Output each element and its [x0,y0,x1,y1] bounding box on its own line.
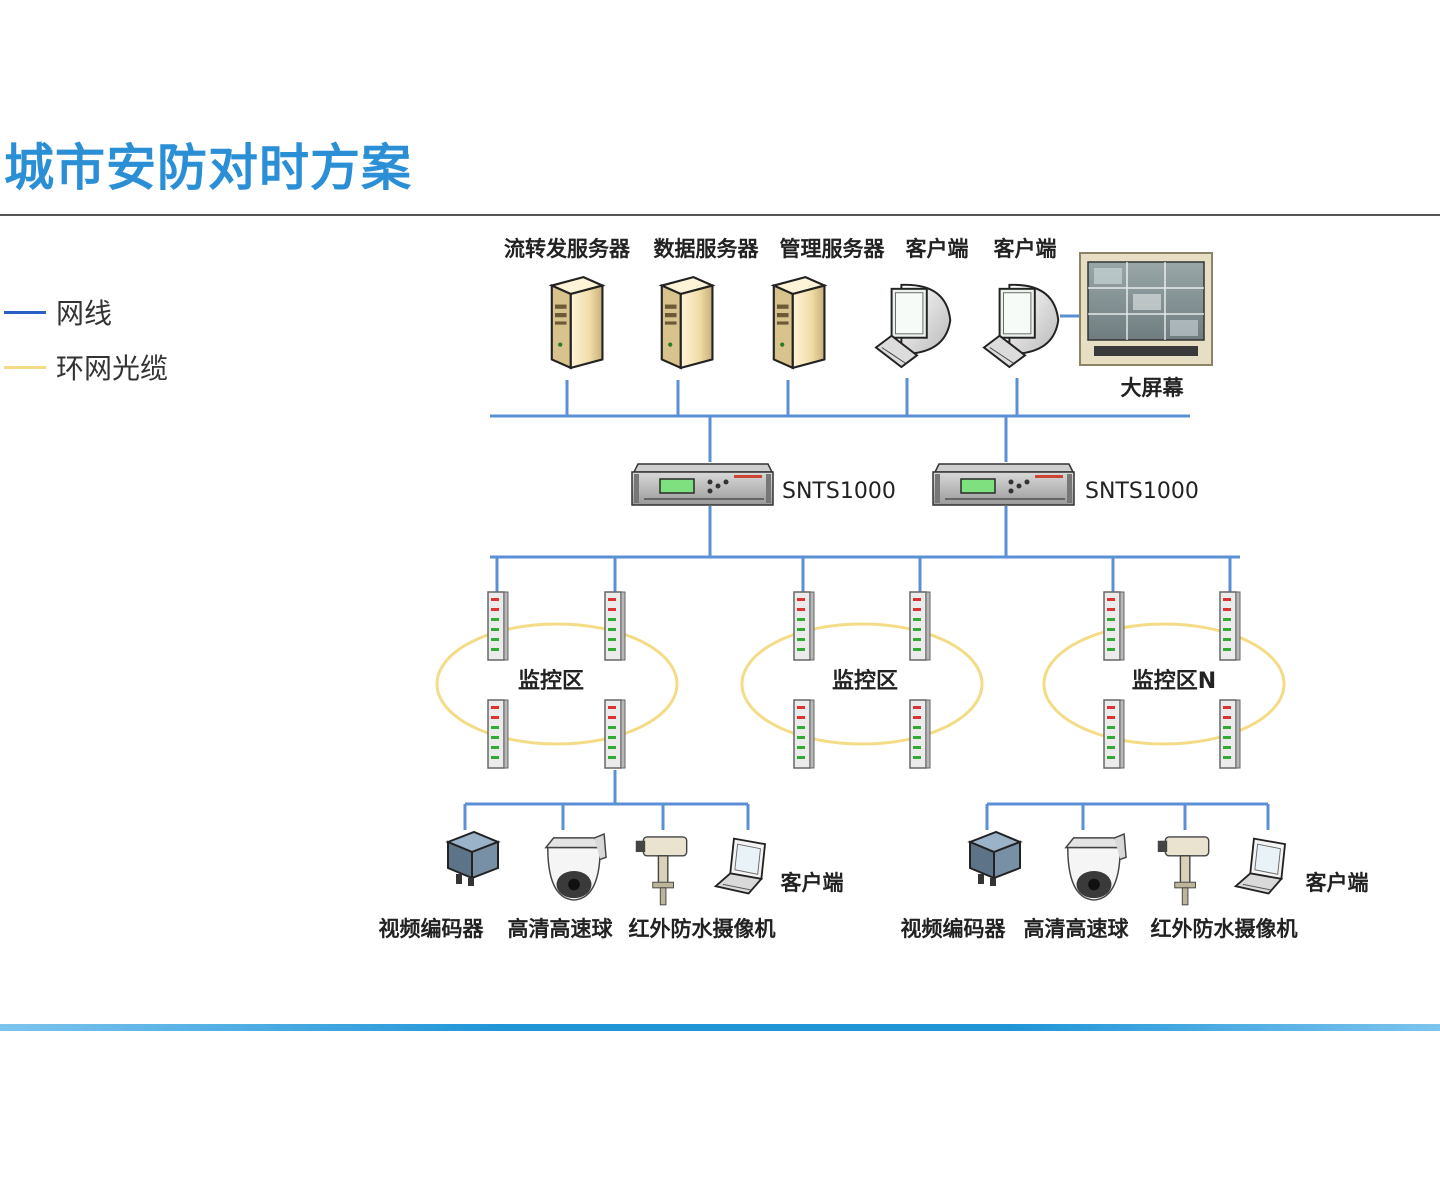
bottom-accent-bar [0,1024,1440,1031]
line-icon [4,365,46,369]
zone-label: 监控区 [832,668,898,694]
device-label: 高清高速球 [508,917,614,941]
page-title: 城市安防对时方案 [4,139,412,197]
switch-icon [1219,699,1241,769]
video-wall-icon [1079,252,1213,366]
top-device-client-1: 客户端 [874,237,969,369]
device-label: 数据服务器 [654,237,760,261]
video-encoder-icon [447,831,499,886]
line-icon [4,310,46,314]
device-label: 客户端 [994,237,1057,261]
server-icon [660,275,714,370]
dome-camera-icon [1065,833,1127,901]
switch-icon [793,591,815,661]
zone-label: 监控区N [1132,668,1216,694]
switch-icon [793,699,815,769]
top-device-data-server: 数据服务器 [654,237,760,370]
legend-network-cable: 网线 [4,292,112,332]
bullet-camera-icon [1157,836,1210,906]
rack-server-icon [631,463,774,506]
top-device-management-server: 管理服务器 [772,237,886,370]
desktop-computer-icon [982,283,1060,369]
big-screen: 大屏幕 [1079,252,1213,400]
legend-label: 环网光缆 [56,352,169,385]
top-device-client-2: 客户端 [982,237,1060,369]
device-label: 视频编码器 [901,917,1007,941]
switch-icon [909,699,931,769]
server-icon [772,275,826,370]
device-label: 客户端 [781,871,844,895]
rack-server-icon [932,463,1075,506]
time-server-model: SNTS1000 [1085,479,1199,504]
server-icon [550,275,604,370]
laptop-icon [1234,837,1286,895]
device-label: 流转发服务器 [504,237,631,261]
device-label: 客户端 [1306,871,1369,895]
legend-label: 网线 [56,297,113,330]
bullet-camera-icon [635,836,688,906]
switch-icon [909,591,931,661]
desktop-computer-icon [874,283,952,369]
edge-group-2: 视频编码器 高清高速球 红外防水摄像机 客户端 [901,831,1369,941]
device-label: 大屏幕 [1121,376,1185,400]
top-device-stream-server: 流转发服务器 [504,237,631,370]
time-server-1: SNTS1000 [631,463,896,506]
laptop-icon [714,837,766,895]
legend-ring-fiber: 环网光缆 [4,347,168,387]
network-cable-lines [463,314,1270,830]
switch-icon [604,699,626,769]
device-label: 客户端 [906,237,969,261]
device-label: 红外防水摄像机 [629,917,776,941]
device-label: 视频编码器 [379,917,485,941]
dome-camera-icon [545,833,607,901]
device-label: 管理服务器 [780,237,886,261]
zone-label: 监控区 [518,668,584,694]
device-label: 红外防水摄像机 [1151,917,1298,941]
switch-icon [1103,591,1125,661]
edge-group-1: 视频编码器 高清高速球 红外防水摄像机 客户端 [379,831,844,941]
time-server-2: SNTS1000 [932,463,1199,506]
switch-icon [604,591,626,661]
switch-icon [1103,699,1125,769]
ring-fiber-lines [435,622,1286,746]
switch-icon [487,591,509,661]
video-encoder-icon [969,831,1021,886]
switch-icon [487,699,509,769]
switch-icon [1219,591,1241,661]
title-divider [0,214,1440,216]
time-server-model: SNTS1000 [782,479,896,504]
device-label: 高清高速球 [1024,917,1130,941]
